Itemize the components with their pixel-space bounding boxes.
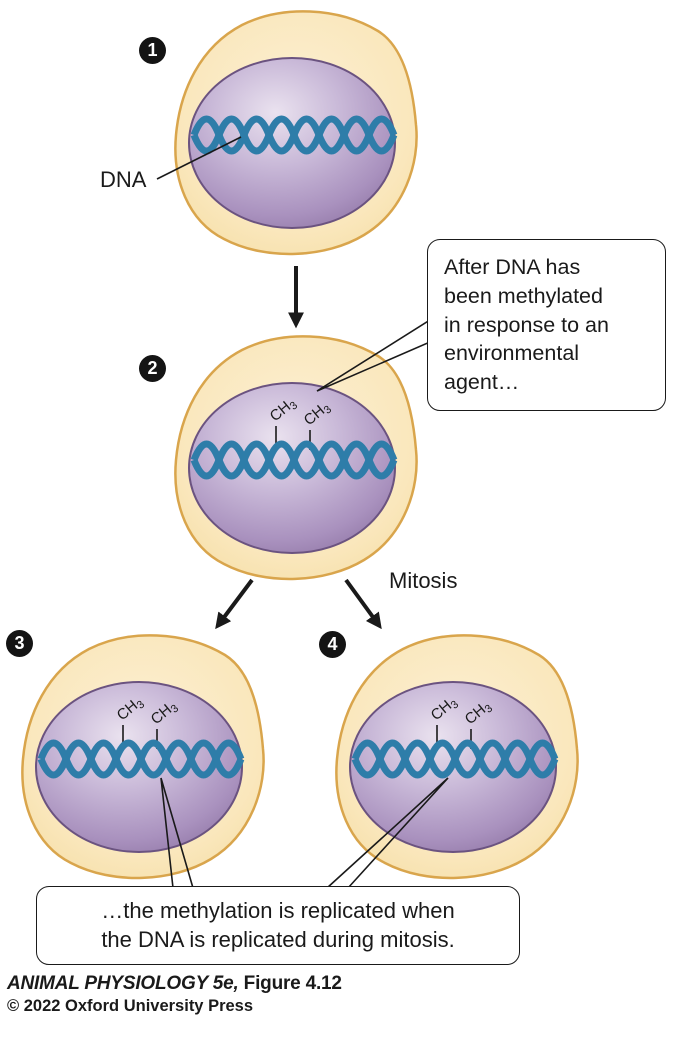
mitosis-label: Mitosis — [389, 568, 458, 593]
callout-replication: …the methylation is replicated when the … — [36, 886, 520, 966]
step-badge-4: 4 — [319, 631, 346, 658]
credit-copyright: © 2022 Oxford University Press — [7, 997, 254, 1015]
step-badge-1: 1 — [139, 37, 166, 64]
dna-leader-line — [156, 136, 242, 180]
cell-1 — [175, 11, 416, 254]
credit-figure-number: Figure 4.12 — [238, 973, 342, 994]
cell-4 — [336, 635, 577, 878]
dna-label: DNA — [100, 167, 147, 192]
step-badge-3: 3 — [6, 630, 33, 657]
arrow-step2-to-step3 — [215, 578, 254, 630]
cell-3 — [22, 635, 263, 878]
credit-title: ANIMAL PHYSIOLOGY 5e, Figure 4.12 — [7, 973, 342, 995]
callout-methylation: After DNA has been methylated in respons… — [427, 239, 666, 411]
step-badge-2: 2 — [139, 355, 166, 382]
cell-2 — [175, 336, 416, 579]
credit-book-title: ANIMAL PHYSIOLOGY 5e, — [7, 973, 239, 994]
arrow-step2-to-step4 — [344, 578, 382, 630]
figure-credit: ANIMAL PHYSIOLOGY 5e, Figure 4.12 © 2022… — [7, 973, 342, 1016]
callout-replication-text: …the methylation is replicated when the … — [101, 898, 455, 952]
callout-methylation-text: After DNA has been methylated in respons… — [444, 255, 609, 395]
